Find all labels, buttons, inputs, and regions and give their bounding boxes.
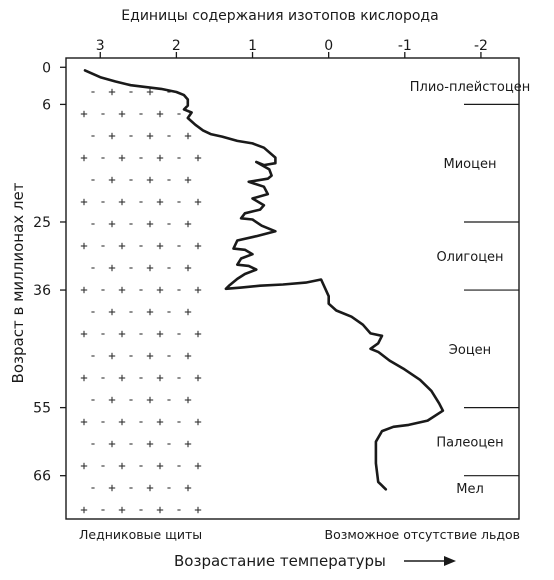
y-tick-label: 0 (42, 60, 51, 76)
ice-sheet-pattern (80, 88, 202, 514)
ice-sheets-label: Ледниковые щиты (79, 527, 202, 542)
plot-frame (65, 57, 520, 520)
chart-title: Единицы содержания изотопов кислорода (121, 8, 438, 24)
y-tick-label: 6 (42, 97, 51, 113)
no-ice-label: Возможное отсутствие льдов (325, 527, 521, 542)
epoch-label: Эоцен (449, 343, 491, 358)
y-axis-ticks: 0 6 25 36 55 66 (33, 60, 66, 485)
epoch-labels: Плио-плейстоценМиоценОлигоценЭоценПалеоц… (410, 80, 530, 497)
x-tick-label: 1 (248, 38, 257, 54)
y-tick-label: 66 (33, 469, 51, 485)
y-tick-label: 36 (33, 283, 51, 299)
arrow-right-icon (404, 556, 456, 566)
isotope-curve (83, 69, 445, 491)
epoch-dividers (464, 103, 519, 477)
x-tick-label: -1 (398, 38, 412, 54)
x-axis-ticks: 3 2 1 0 -1 -2 (96, 38, 488, 58)
y-tick-label: 55 (33, 401, 51, 417)
x-tick-label: 3 (96, 38, 105, 54)
x-tick-label: 2 (172, 38, 181, 54)
epoch-label: Мел (456, 482, 484, 497)
x-tick-label: -2 (474, 38, 488, 54)
x-tick-label: 0 (324, 38, 333, 54)
epoch-label: Плио-плейстоцен (410, 80, 530, 95)
epoch-label: Палеоцен (436, 436, 503, 451)
y-tick-label: 25 (33, 215, 51, 231)
y-axis-label: Возраст в миллионах лет (9, 182, 27, 383)
temperature-increase-label: Возрастание температуры (174, 552, 386, 570)
epoch-label: Миоцен (444, 157, 497, 172)
epoch-label: Олигоцен (436, 250, 503, 265)
